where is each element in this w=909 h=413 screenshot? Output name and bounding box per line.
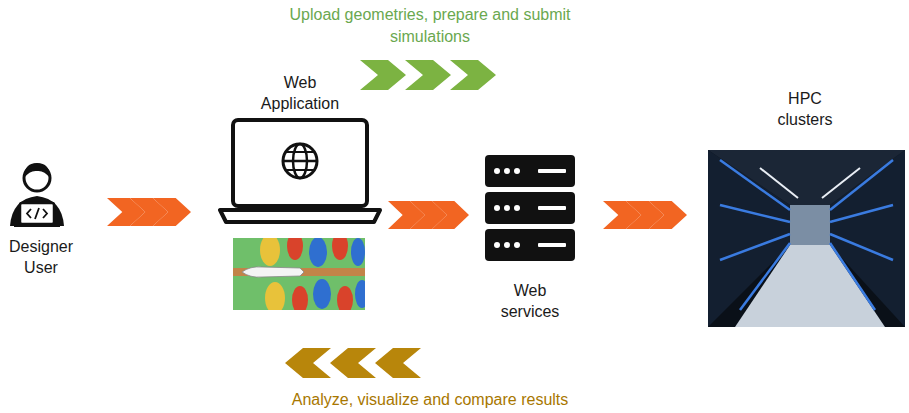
upload-chevrons (360, 60, 496, 90)
icon-node: Web Application (218, 72, 382, 314)
node-label: HPC clusters (763, 88, 847, 130)
icon-node: Web services (475, 150, 585, 322)
node-label: Web Application (245, 72, 355, 114)
server-icon (485, 155, 575, 261)
node-label: Web services (488, 280, 572, 322)
user-icon (10, 163, 64, 227)
flow-chevrons (603, 201, 687, 229)
icon-node: HPC clusters (705, 88, 905, 328)
flow-label: Analyze, visualize and compare results (220, 389, 640, 411)
hpc-photo (708, 150, 905, 327)
flow-chevrons (107, 198, 191, 226)
laptop-icon (220, 120, 380, 222)
flow-label: Upload geometries, prepare and submit si… (270, 4, 590, 48)
node-label: Designer User (5, 236, 77, 278)
cfd-image (233, 232, 369, 314)
flow-chevrons (388, 201, 469, 229)
icon-node: Designer User (2, 160, 80, 278)
results-chevrons (285, 348, 421, 378)
